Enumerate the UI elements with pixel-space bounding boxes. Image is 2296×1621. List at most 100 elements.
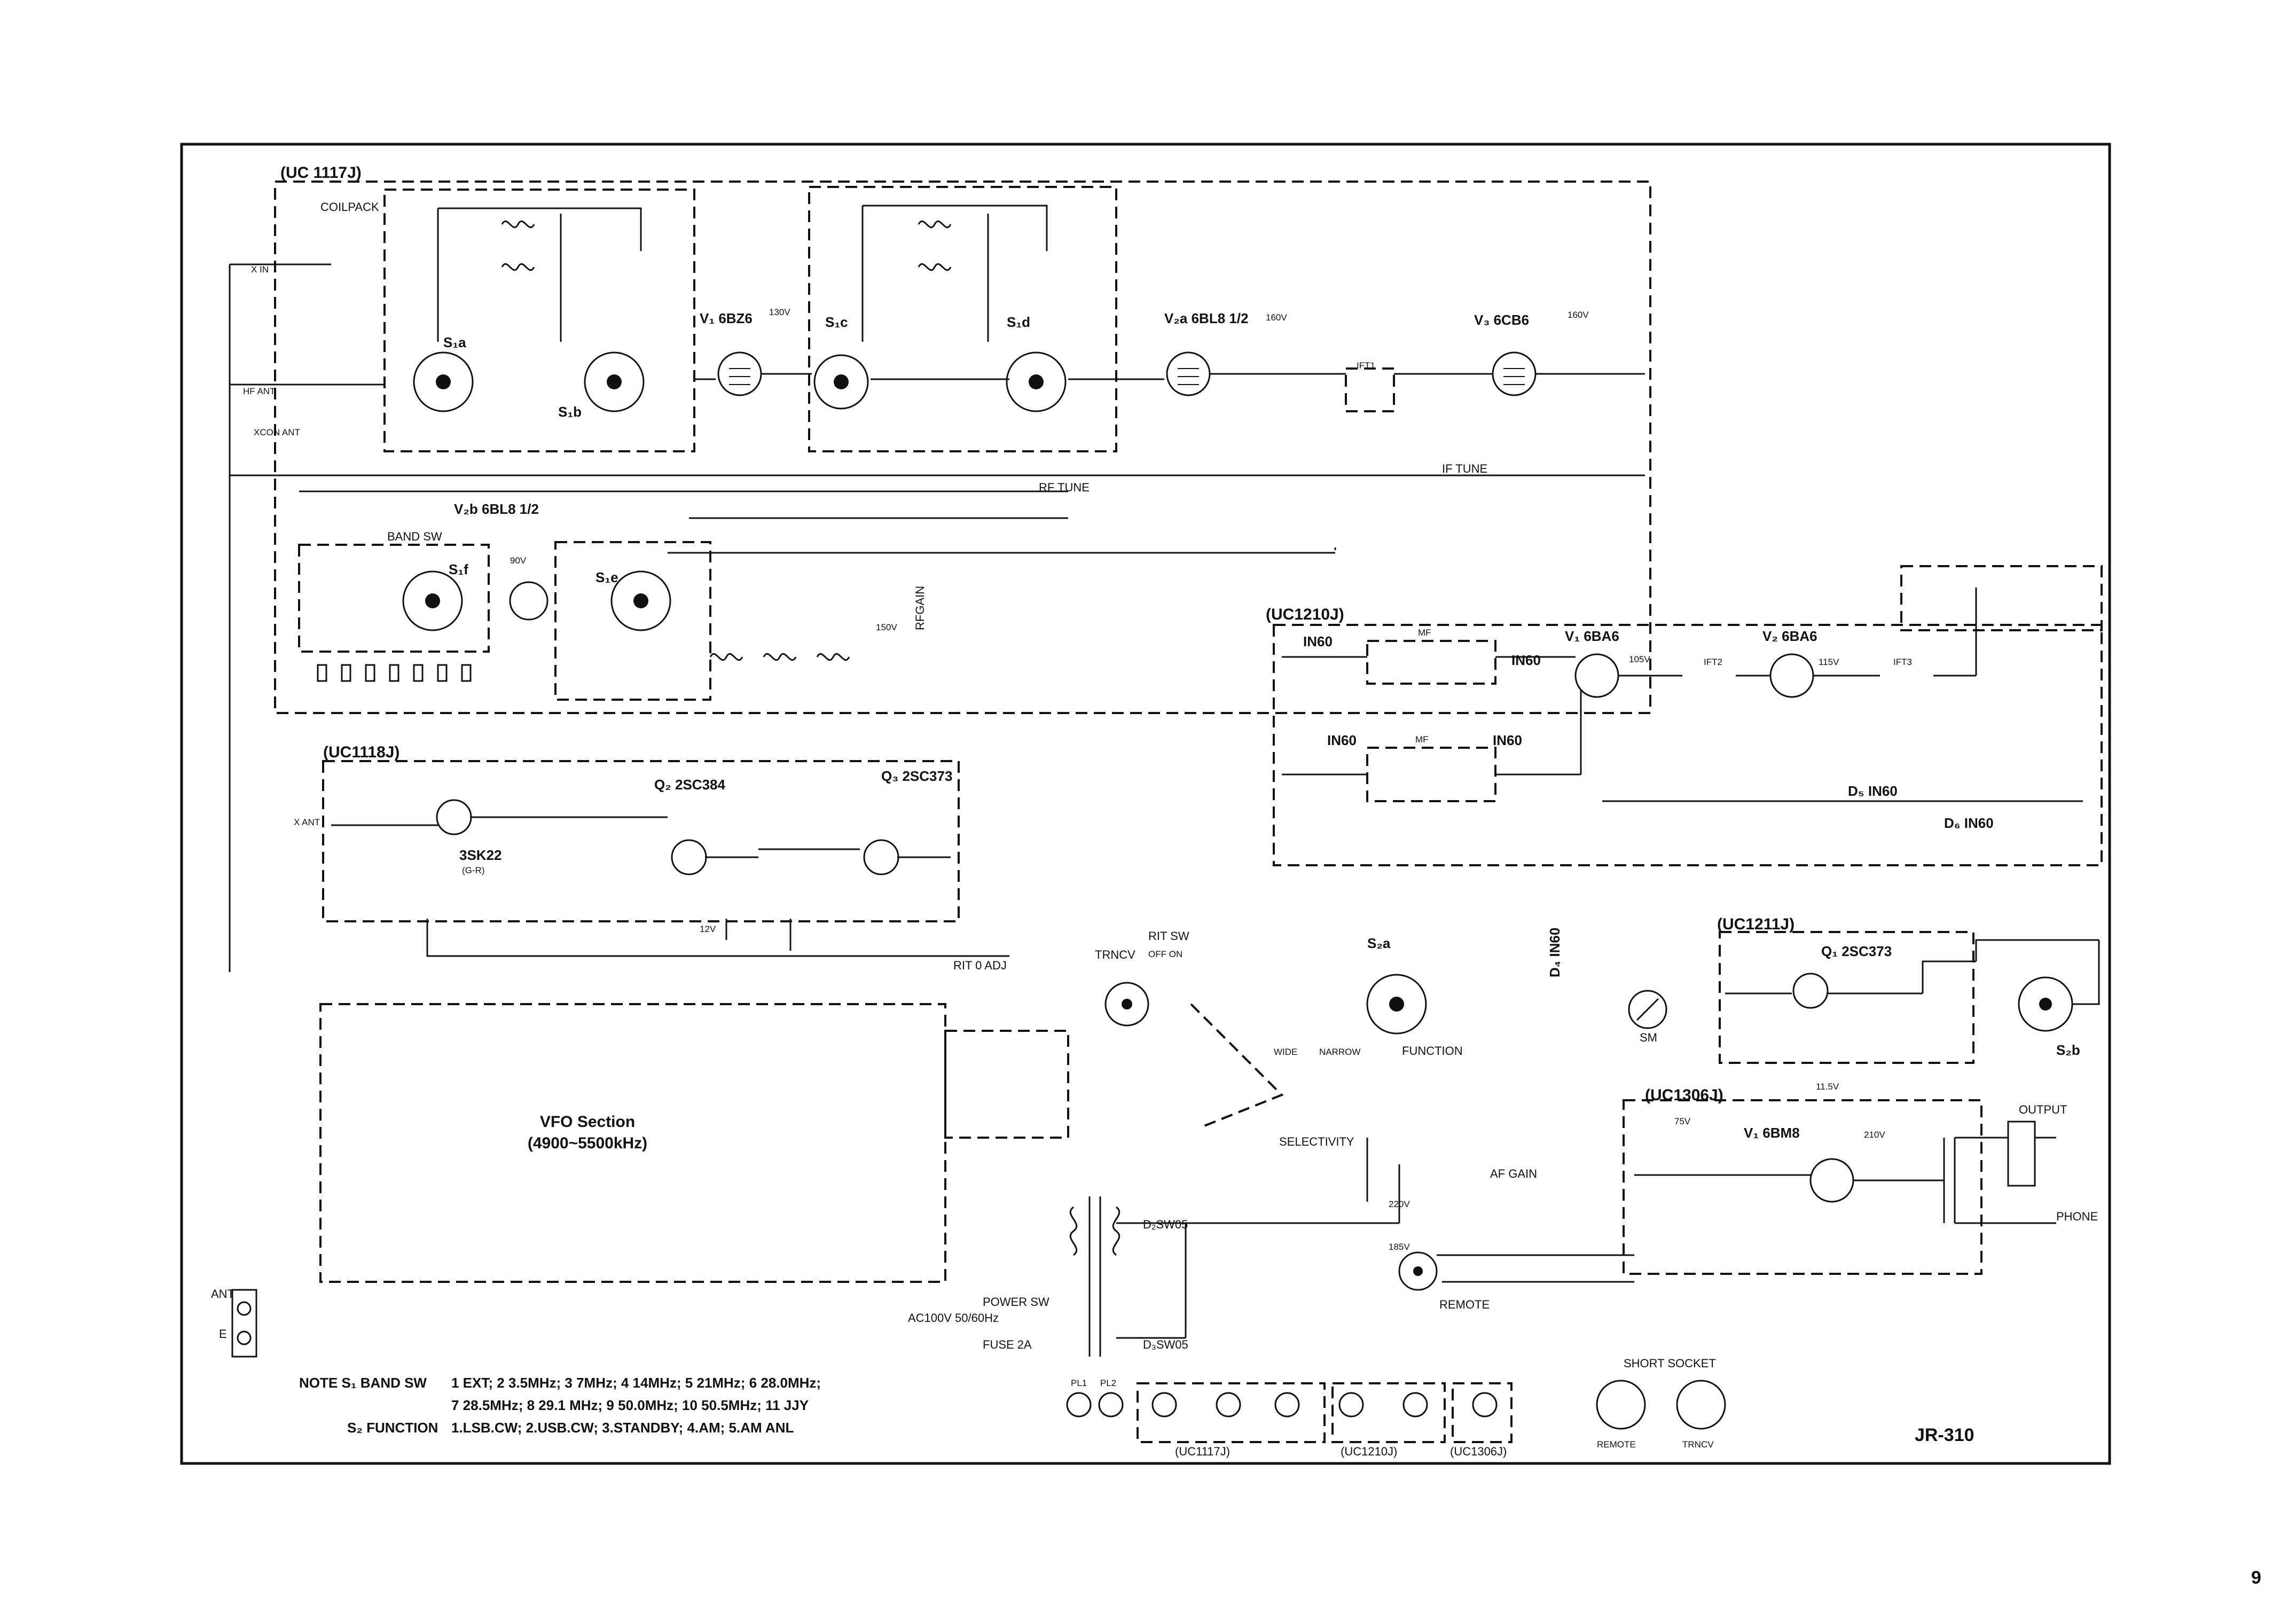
coilpack-label: COILPACK <box>320 200 379 214</box>
svg-text:V₂a 6BL8 1/2: V₂a 6BL8 1/2 <box>1164 310 1249 326</box>
svg-text:S₁f: S₁f <box>449 561 468 577</box>
svg-text:(G-R): (G-R) <box>462 865 484 875</box>
module-uc1210j-ext <box>1900 565 2103 631</box>
trncv-label: TRNCV <box>1095 948 1135 961</box>
tube-v1-6ba6: V₁ 6BA6 105V <box>1565 628 1650 698</box>
osc-coil-bank <box>709 653 850 661</box>
vfo-range: (4900~5500kHz) <box>528 1134 647 1152</box>
uc1118j-wires <box>331 816 1009 957</box>
svg-text:NOTE S₁ BAND SW: NOTE S₁ BAND SW <box>299 1375 427 1391</box>
svg-text:FUNCTION: FUNCTION <box>1402 1044 1463 1058</box>
svg-text:3SK22: 3SK22 <box>459 847 502 863</box>
svg-text:V₁ 6BM8: V₁ 6BM8 <box>1744 1125 1800 1141</box>
heater-uc1306j-box <box>1452 1382 1513 1443</box>
d3sw05-label: D₃SW05 <box>1143 1338 1188 1351</box>
x-ant-label: X ANT <box>294 817 320 827</box>
svg-text:ANT: ANT <box>211 1287 234 1301</box>
remote-label-main: REMOTE <box>1439 1298 1490 1311</box>
d4-in60-vertical: D₄ IN60 <box>1547 928 1563 977</box>
heater-uc1210j-label: (UC1210J) <box>1341 1445 1397 1458</box>
module-uc1211j-box <box>1719 931 1974 1064</box>
svg-text:Q₃ 2SC373: Q₃ 2SC373 <box>881 768 952 784</box>
ac-label: AC100V 50/60Hz <box>908 1311 999 1325</box>
tube-v1-6bm8: V₁ 6BM8 210V 75V <box>1674 1116 1885 1203</box>
tube-v2b-6bl8: 90V <box>509 555 548 621</box>
s-meter: SM <box>1628 990 1667 1044</box>
mf-filter-top <box>1366 640 1496 685</box>
narrow-label: NARROW <box>1319 1047 1360 1057</box>
heater-uc1117j-label: (UC1117J) <box>1175 1445 1230 1458</box>
signal-line-top <box>229 263 1645 972</box>
v11-5-label: 11.5V <box>1816 1082 1839 1092</box>
module-uc1306j-box <box>1623 1099 1982 1275</box>
if-tune-label: IF TUNE <box>1442 462 1487 475</box>
uc1306j-wires <box>1437 1137 2056 1283</box>
module-uc1117j-box <box>274 181 1651 714</box>
power-sw-label: POWER SW <box>983 1295 1049 1309</box>
svg-text:V₁ 6BZ6: V₁ 6BZ6 <box>700 310 753 326</box>
mf-top-label: MF <box>1418 628 1431 638</box>
svg-text:SM: SM <box>1640 1031 1657 1044</box>
svg-text:TRNCV: TRNCV <box>1682 1439 1714 1450</box>
svg-text:S₁d: S₁d <box>1007 314 1030 330</box>
uc1118j-12v: 12V <box>700 924 716 934</box>
output-transformer <box>1943 1138 1956 1223</box>
svg-text:160V: 160V <box>1266 312 1287 323</box>
d3-in60: IN60 <box>1493 732 1522 748</box>
svg-text:160V: 160V <box>1568 310 1589 320</box>
svg-text:IFT1: IFT1 <box>1357 361 1375 371</box>
crystal-bank <box>317 664 472 682</box>
tube-v2b-label: V₂b 6BL8 1/2 <box>454 501 539 517</box>
xcon-ant-label: XCON ANT <box>254 427 300 437</box>
svg-text:S₁c: S₁c <box>825 314 848 330</box>
v185-label: 185V <box>1389 1242 1410 1252</box>
svg-text:Q₁ 2SC373: Q₁ 2SC373 <box>1821 943 1892 959</box>
switch-s1a: S₁a <box>413 334 474 412</box>
vfo-title: VFO Section <box>540 1113 635 1131</box>
power-transformer <box>1069 1196 1120 1357</box>
module-uc1118j-label: (UC1118J) <box>323 743 399 761</box>
svg-text:S₁a: S₁a <box>443 334 466 350</box>
coilpack-2-box <box>808 186 1117 452</box>
rf-gain-label: RFGAIN <box>913 586 927 630</box>
selectivity-label: SELECTIVITY <box>1279 1135 1354 1148</box>
v150-label: 150V <box>876 622 897 632</box>
module-uc1210j-box <box>1273 624 2103 866</box>
pl1-label: PL1 <box>1071 1378 1087 1388</box>
svg-text:7 28.5MHz; 8 29.1 MHz; 9 50.0M: 7 28.5MHz; 8 29.1 MHz; 9 50.0MHz; 10 50.… <box>451 1397 809 1413</box>
ift2-label: IFT2 <box>1704 657 1722 667</box>
transistor-q3-2sc373: Q₃ 2SC373 <box>863 768 952 875</box>
notes-block: NOTE S₁ BAND SW 1 EXT; 2 3.5MHz; 3 7MHz;… <box>299 1375 821 1436</box>
module-uc1118j-box <box>322 760 960 922</box>
svg-text:105V: 105V <box>1629 654 1650 664</box>
coil-group-2 <box>861 205 1048 342</box>
d5-in60: D₅ IN60 <box>1848 783 1898 799</box>
uc1211j-wires <box>1725 939 2100 1005</box>
heater-uc1306j-label: (UC1306J) <box>1450 1445 1507 1458</box>
svg-text:V₂ 6BA6: V₂ 6BA6 <box>1762 628 1817 644</box>
tube-v2-6ba6: V₂ 6BA6 115V <box>1762 628 1839 698</box>
svg-text:V₃ 6CB6: V₃ 6CB6 <box>1474 312 1529 328</box>
d4-in60: IN60 <box>1511 652 1541 668</box>
signal-line-mid <box>230 474 1645 554</box>
svg-text:130V: 130V <box>769 307 790 317</box>
vfo-box <box>319 1003 946 1283</box>
switch-s1b: S₁b <box>558 351 645 420</box>
coil-group-1 <box>437 207 642 342</box>
switch-s1e: S₁e <box>595 569 671 631</box>
hf-ant-label: HF ANT <box>243 386 275 396</box>
d1-in60: IN60 <box>1303 633 1333 649</box>
trncv-switch <box>1104 982 1149 1027</box>
d2sw05-label: D₂SW05 <box>1143 1218 1188 1231</box>
x-in-label: X IN <box>251 264 269 275</box>
transistor-q1-3sk22: 3SK22 (G-R) <box>436 799 502 875</box>
tube-v1-6bz6: V₁ 6BZ6 130V <box>700 307 790 396</box>
transistor-q1-2sc373: Q₁ 2SC373 <box>1792 943 1892 1009</box>
rit-sw-states: OFF ON <box>1148 949 1182 959</box>
page-number: 9 <box>2251 1568 2261 1588</box>
d2-in60: IN60 <box>1327 732 1357 748</box>
uc1210j-wires <box>1282 588 2083 802</box>
svg-text:S₁b: S₁b <box>558 404 582 420</box>
ift1-transformer: IFT1 <box>1345 361 1395 412</box>
s1e-box <box>554 541 711 701</box>
